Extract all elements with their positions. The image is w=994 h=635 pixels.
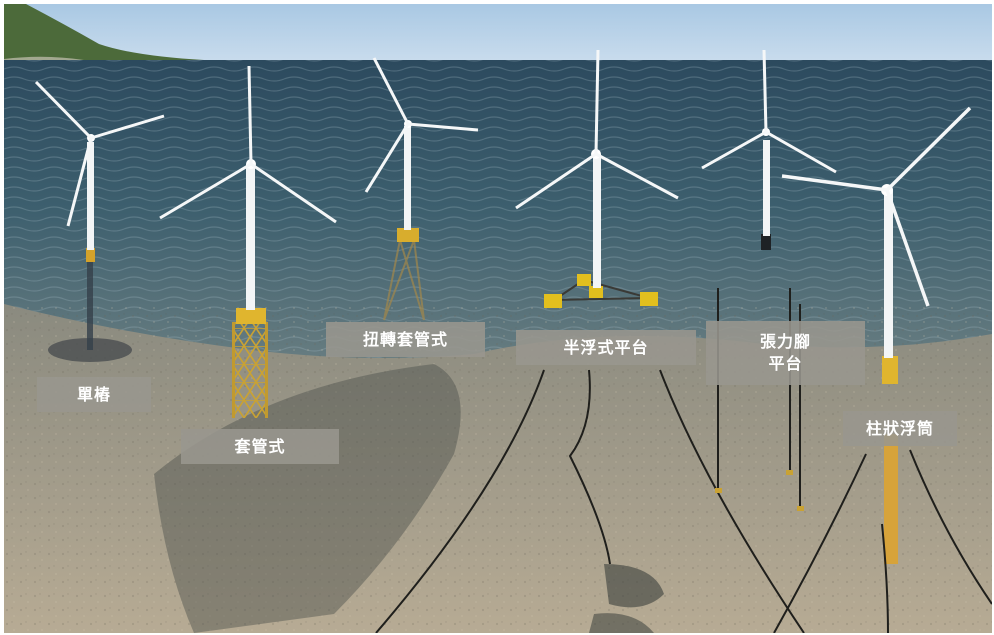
jacket-turbine <box>159 65 337 418</box>
label-semi-submersible: 半浮式平台 <box>516 330 696 365</box>
label-twisted-jacket: 扭轉套管式 <box>326 322 485 357</box>
sky <box>4 4 992 62</box>
coastline-hill <box>4 4 244 74</box>
semi-submersible-turbine <box>375 49 805 633</box>
label-jacket: 套管式 <box>181 429 339 464</box>
label-monopile: 單樁 <box>37 377 151 412</box>
spar-turbine <box>773 106 992 633</box>
offshore-wind-foundations-illustration: 單樁 套管式 扭轉套管式 半浮式平台 張力腳 平台 柱狀浮筒 <box>4 4 992 633</box>
monopile-turbine <box>34 80 165 362</box>
label-tension-leg-platform: 張力腳 平台 <box>706 321 865 385</box>
twisted-jacket-turbine <box>364 57 479 321</box>
label-spar: 柱狀浮筒 <box>843 411 957 446</box>
